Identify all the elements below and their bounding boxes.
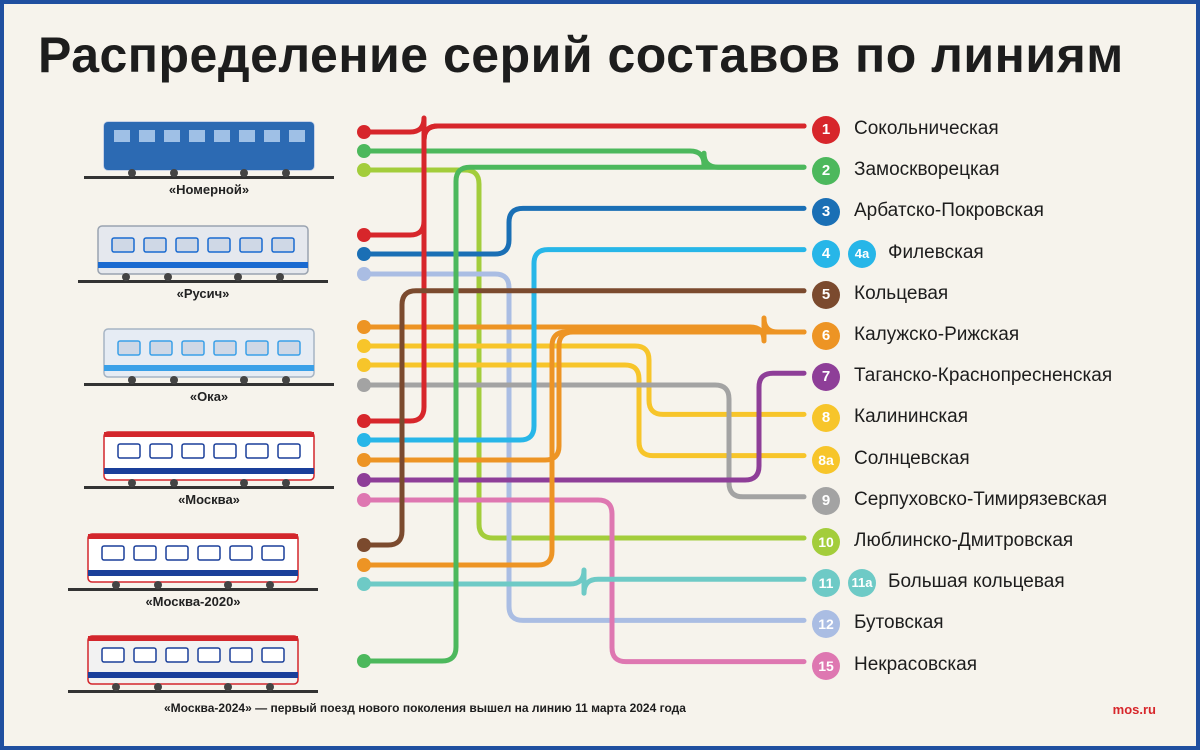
line-badge: 11: [812, 569, 840, 598]
source-dot: [357, 358, 371, 372]
source-dot: [357, 538, 371, 552]
line-name: Большая кольцевая: [888, 571, 1065, 593]
line-badge: 3: [812, 198, 840, 227]
source-dot: [357, 453, 371, 467]
line-name: Солнцевская: [854, 447, 970, 469]
connection-diagram: [68, 115, 807, 693]
source-dot: [357, 577, 371, 591]
line-badge: 8: [812, 404, 840, 433]
line-name: Калужско-Рижская: [854, 324, 1020, 345]
train-name: «Русич»: [176, 286, 230, 301]
route-line: [361, 382, 807, 500]
train-name: «Москва-2020»: [145, 594, 241, 609]
source-dot: [357, 320, 371, 334]
source-dot: [357, 267, 371, 281]
route-line: [361, 329, 807, 568]
line-name: Люблинско-Дмитровская: [854, 530, 1074, 551]
train-name: «Номерной»: [168, 182, 250, 197]
line-badge-extra: 11а: [848, 569, 876, 598]
train-illustration: [84, 431, 334, 489]
source-dot: [357, 414, 371, 428]
train-illustration: [84, 121, 334, 179]
train-name: «Москва»: [178, 492, 240, 507]
line-badge: 7: [812, 363, 840, 392]
line-name: Филевская: [888, 241, 984, 263]
source-dot: [357, 163, 371, 177]
line-name: Некрасовская: [854, 653, 977, 675]
line-name: Таганско-Краснопресненская: [854, 365, 1113, 387]
source-dot: [357, 247, 371, 261]
footnote: «Москва-2024» — первый поезд нового поко…: [164, 701, 686, 715]
line-name: Калининская: [854, 406, 969, 428]
route-line: [361, 288, 807, 548]
line-badge: 9: [812, 486, 840, 515]
source-dot: [357, 558, 371, 572]
source-dot: [357, 125, 371, 139]
route-line: [361, 343, 807, 417]
brand-logo: mos.ru: [1112, 702, 1156, 717]
page-title: Распределение серий составов по линиям: [38, 27, 1124, 83]
route-line: [361, 247, 807, 443]
source-dot: [357, 378, 371, 392]
source-dot: [357, 654, 371, 668]
source-dot: [357, 228, 371, 242]
route-line: [361, 362, 807, 459]
line-badge: 4: [812, 239, 840, 268]
route-line: [361, 271, 807, 623]
train-illustration: [84, 328, 334, 386]
source-dot: [357, 144, 371, 158]
line-name: Сокольническая: [854, 118, 999, 139]
line-name: Бутовская: [854, 612, 944, 634]
route-line: [361, 167, 807, 541]
line-name: Замоскворецкая: [854, 159, 1000, 181]
route-line: [361, 164, 807, 664]
line-badge-extra: 4а: [848, 239, 876, 268]
train-name: «Ока»: [189, 389, 229, 404]
line-badge: 8а: [812, 445, 840, 474]
line-badge: 2: [812, 157, 840, 186]
source-dot: [357, 473, 371, 487]
route-line: [361, 370, 807, 483]
train-illustration: [78, 225, 328, 283]
source-dot: [357, 339, 371, 353]
line-badge: 15: [812, 651, 840, 680]
line-badge: 1: [812, 116, 840, 144]
line-badge: 10: [812, 528, 840, 556]
line-name: Арбатско-Покровская: [854, 200, 1044, 222]
line-name: Серпуховско-Тимирязевская: [854, 488, 1108, 510]
train-illustration: [68, 533, 318, 591]
route-line: [361, 123, 807, 424]
train-illustration: [68, 635, 318, 693]
route-line: [361, 205, 807, 257]
route-line: [361, 123, 807, 238]
line-badge: 12: [812, 610, 840, 639]
source-dot: [357, 433, 371, 447]
route-line: [361, 567, 807, 596]
line-name: Кольцевая: [854, 282, 949, 304]
source-dot: [357, 493, 371, 507]
line-badge: 5: [812, 280, 840, 309]
line-badge: 6: [812, 322, 840, 350]
